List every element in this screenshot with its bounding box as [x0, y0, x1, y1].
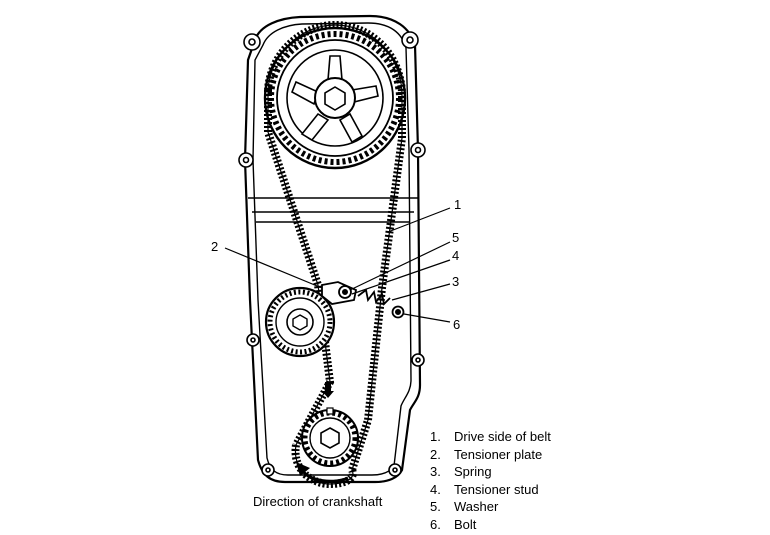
callout-6: 6 — [453, 317, 461, 332]
callout-1: 1 — [454, 197, 462, 212]
legend-number: 2. — [430, 446, 441, 462]
legend-label: Drive side of belt — [454, 429, 551, 444]
tensioner-pulley — [264, 286, 336, 358]
mounting-ears — [238, 31, 426, 477]
legend-label: Tensioner stud — [454, 481, 539, 497]
direction-caption: Direction of crankshaft — [253, 494, 383, 509]
legend-label: Washer — [454, 499, 499, 514]
legend-number: 5. — [430, 499, 441, 514]
rotation-direction-arrow — [296, 462, 349, 483]
legend-item: 6. Bolt — [430, 516, 551, 534]
callout-2: 2 — [211, 239, 219, 254]
legend-item: 5. Washer — [430, 498, 551, 516]
legend-item: 1. Drive side of belt — [430, 428, 551, 446]
legend-number: 6. — [430, 516, 441, 532]
crankshaft-sprocket — [301, 407, 359, 467]
leader-lines — [224, 207, 451, 323]
legend-number: 3. — [430, 464, 441, 479]
parts-legend: 1. Drive side of belt 2. Tensioner plate… — [430, 428, 551, 533]
callout-3: 3 — [452, 274, 460, 289]
legend-item: 2. Tensioner plate — [430, 446, 551, 464]
legend-item: 4. Tensioner stud — [430, 481, 551, 499]
tensioner-assembly — [321, 281, 405, 319]
legend-label: Tensioner plate — [454, 446, 543, 462]
camshaft-sprocket — [263, 26, 407, 170]
legend-item: 3. Spring — [430, 463, 551, 481]
legend-number: 1. — [430, 429, 441, 444]
legend-label: Bolt — [454, 516, 477, 532]
legend-label: Spring — [454, 464, 492, 479]
callout-5: 5 — [452, 230, 460, 245]
cover-parting-line — [248, 197, 418, 223]
timing-cover-outline — [243, 14, 422, 484]
timing-cover-inner-outline — [252, 22, 412, 476]
legend-number: 4. — [430, 481, 441, 497]
callout-4: 4 — [452, 248, 460, 263]
timing-mark-arrow — [322, 382, 334, 398]
